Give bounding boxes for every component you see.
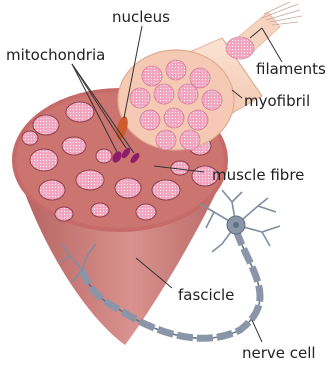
label-muscle-fibre: muscle fibre bbox=[212, 166, 304, 184]
fibre-bundle bbox=[152, 180, 180, 200]
label-fascicle: fascicle bbox=[178, 286, 234, 304]
fibre-bundle bbox=[66, 102, 94, 122]
fibre-bundle bbox=[115, 178, 141, 198]
fibre-bundle bbox=[39, 180, 65, 200]
myofibril-circle bbox=[180, 130, 200, 150]
fibre-bundle bbox=[33, 115, 59, 135]
fibre-bundle bbox=[91, 203, 109, 217]
myofibril-circle bbox=[142, 66, 162, 86]
myofibril-circle bbox=[178, 84, 198, 104]
fibre-bundle bbox=[55, 207, 73, 221]
label-myofibril: myofibril bbox=[244, 92, 310, 110]
fibre-bundle bbox=[22, 131, 38, 145]
fibre-bundle bbox=[30, 149, 58, 171]
label-nucleus: nucleus bbox=[112, 8, 170, 26]
myofibril-circle bbox=[188, 110, 208, 130]
myofibril-circle bbox=[154, 84, 174, 104]
myofibril-circle bbox=[130, 88, 150, 108]
label-mitochondria: mitochondria bbox=[6, 46, 105, 64]
fibre-bundle bbox=[136, 204, 156, 220]
myofibril-circle bbox=[166, 60, 186, 80]
label-nerve-cell: nerve cell bbox=[242, 344, 316, 362]
myofibril-circle bbox=[156, 130, 176, 150]
label-filaments: filaments bbox=[256, 60, 326, 78]
fibre-bundle bbox=[96, 149, 112, 163]
myofibril-circle bbox=[202, 90, 222, 110]
fibre-bundle bbox=[62, 137, 86, 155]
myofibril-circle bbox=[164, 108, 184, 128]
fibre-bundle bbox=[76, 170, 104, 190]
myofibril-circle bbox=[140, 110, 160, 130]
filament-cross-section bbox=[226, 37, 254, 59]
